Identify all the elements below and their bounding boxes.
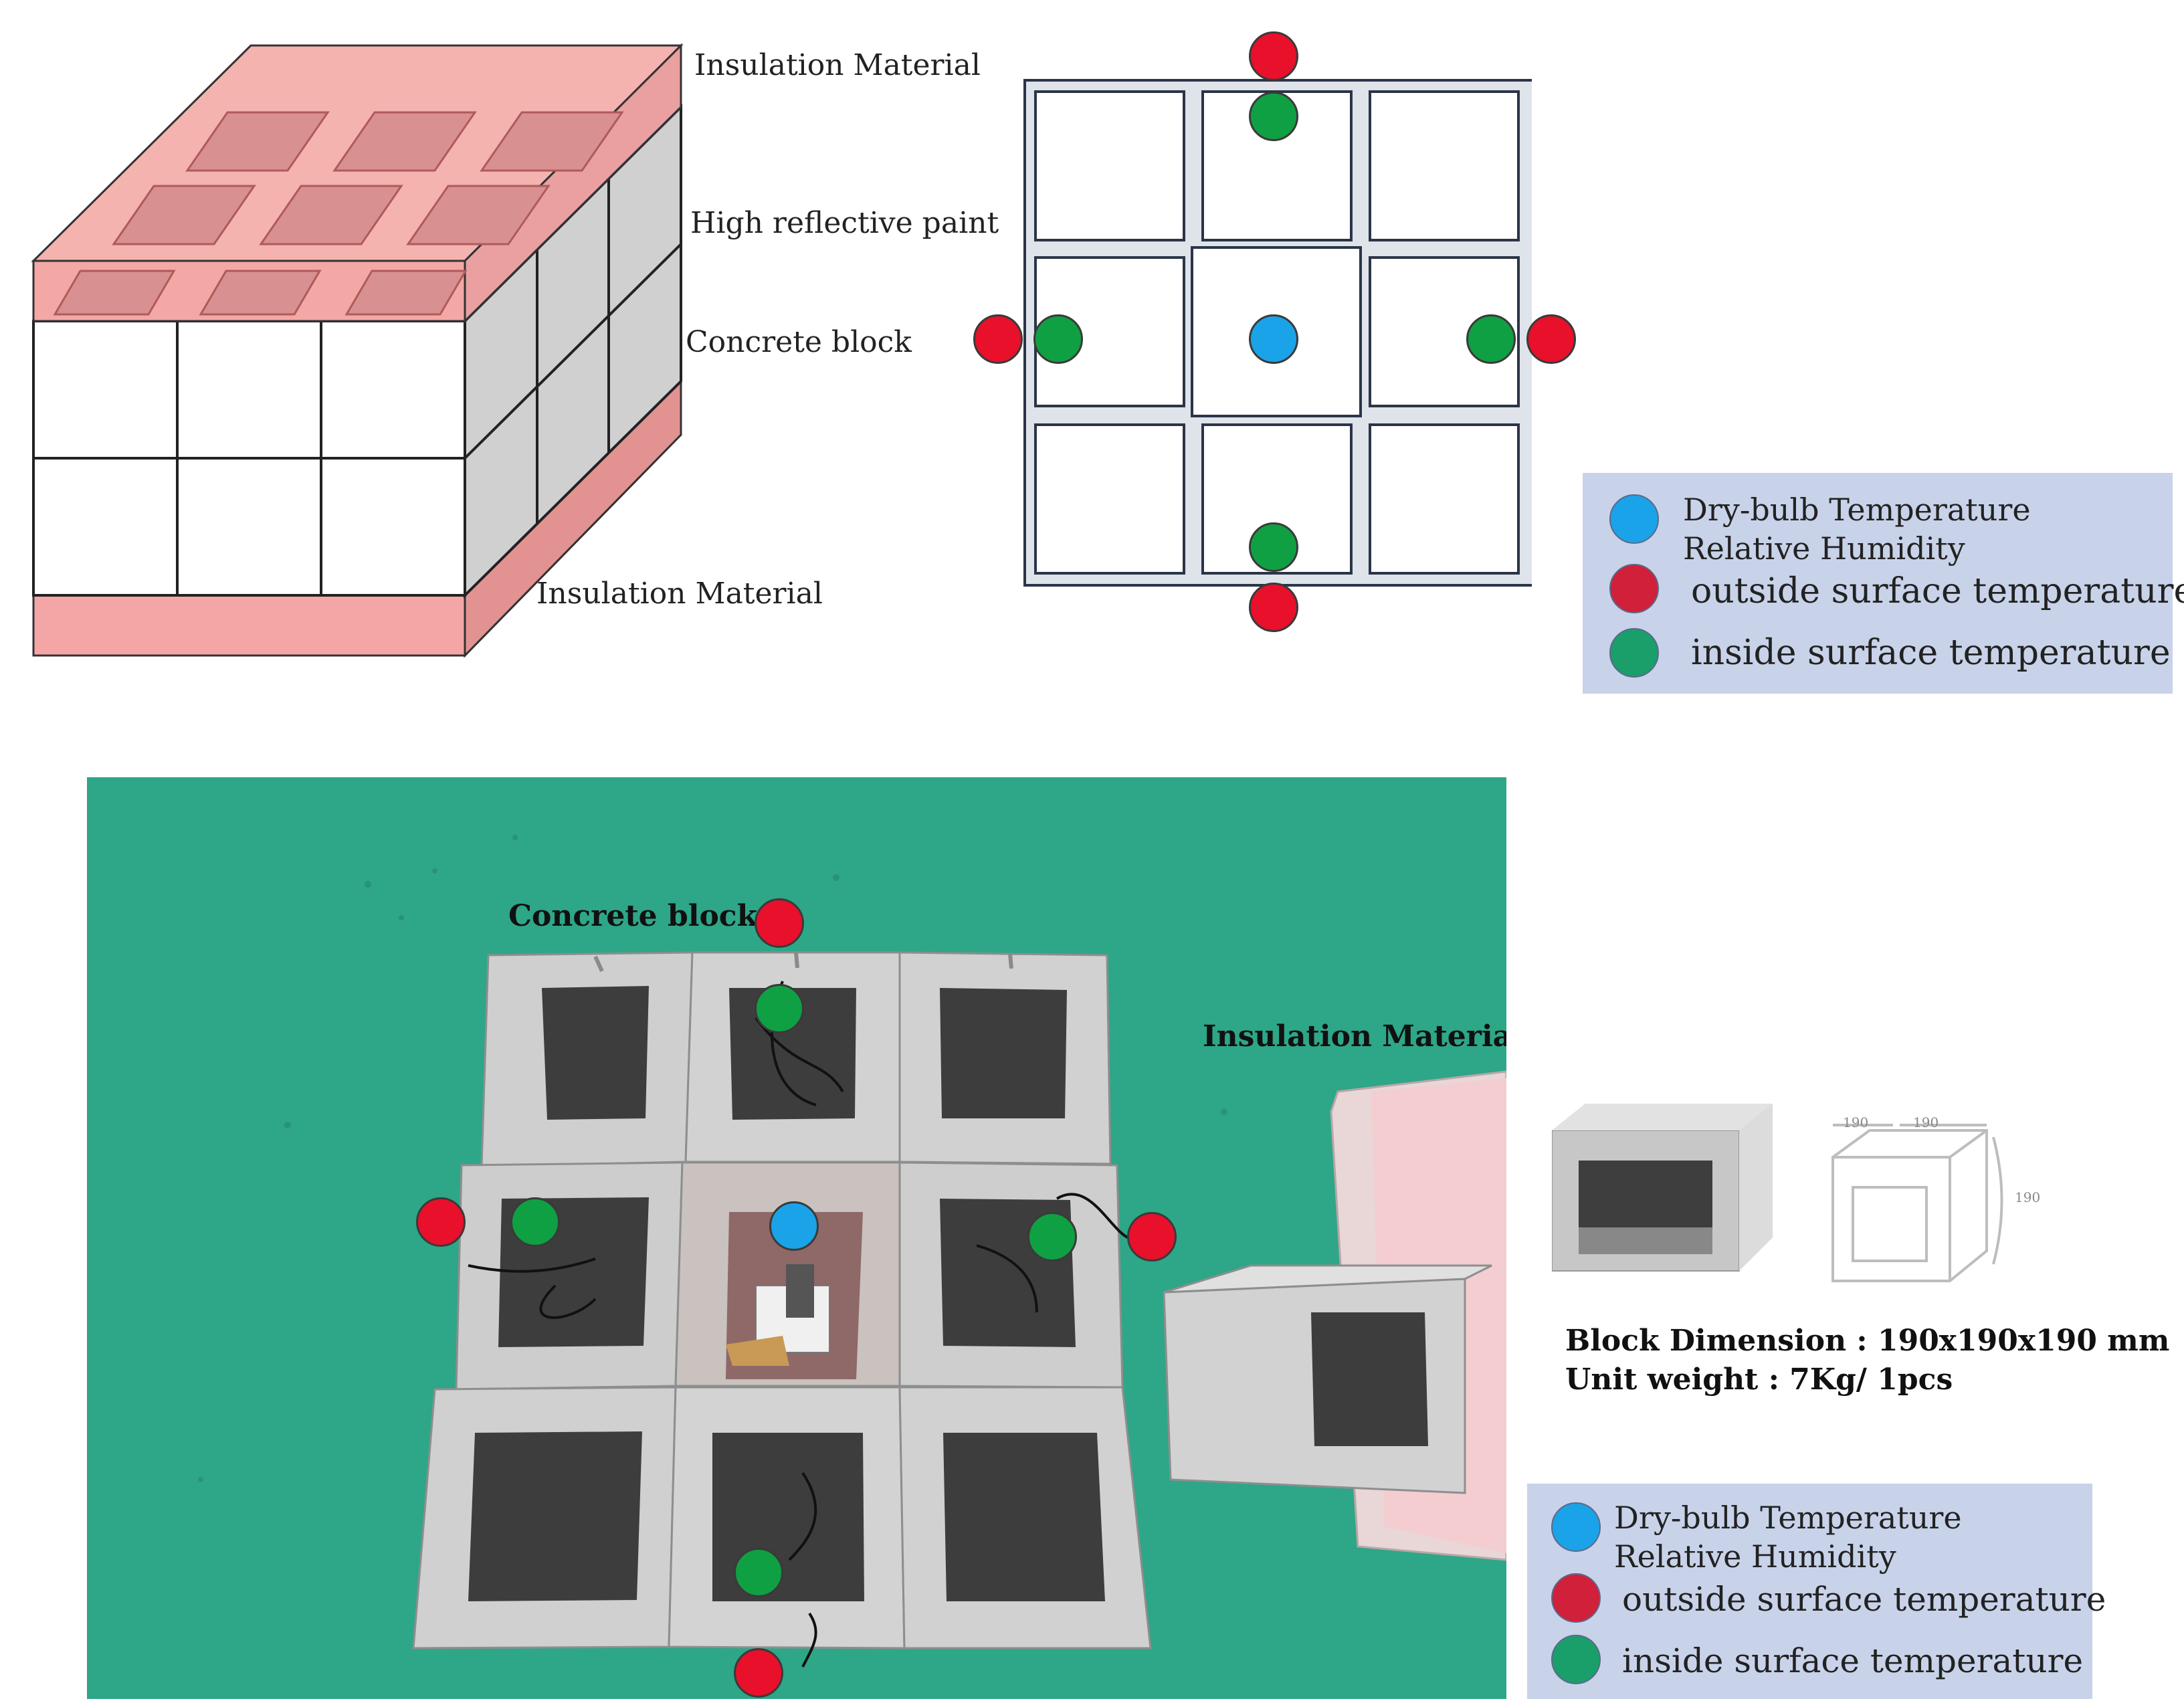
legend-humidity-label: Relative Humidity: [1683, 530, 1965, 567]
block-dimension-text: Block Dimension : 190x190x190 mm: [1565, 1324, 2170, 1358]
photo-marker-inside-top: [755, 984, 804, 1033]
legend-bottom-inside-icon: [1551, 1635, 1601, 1684]
legend-bottom-inside-label: inside surface temperature: [1622, 1641, 2084, 1680]
marker-outside-right: [1526, 314, 1576, 364]
legend-inside-label: inside surface temperature: [1691, 633, 2171, 673]
photo-marker-inside-bottom: [734, 1548, 783, 1597]
photo-label-concrete-block: Concrete block: [508, 899, 758, 933]
legend-bottom-humidity-label: Relative Humidity: [1614, 1538, 1896, 1575]
legend-outside-icon: [1609, 564, 1659, 613]
photo-marker-dry-bulb: [769, 1201, 819, 1251]
legend-bottom-outside-icon: [1551, 1573, 1601, 1623]
legend-outside-label: outside surface temperature: [1691, 571, 2184, 611]
photo-marker-outside-top: [755, 898, 804, 948]
isometric-block-diagram: [31, 43, 684, 658]
drawing-dimension-c: 190: [2015, 1189, 2041, 1205]
legend-inside-icon: [1609, 628, 1659, 678]
label-concrete-block: Concrete block: [686, 325, 912, 359]
legend-dry-bulb-label: Dry-bulb Temperature: [1683, 492, 2031, 528]
legend-bottom-dry-bulb-icon: [1551, 1502, 1601, 1552]
legend-bottom-dry-bulb-label: Dry-bulb Temperature: [1614, 1500, 1962, 1536]
photo-marker-inside-left: [510, 1197, 560, 1247]
marker-dry-bulb-center: [1249, 314, 1298, 364]
photo-marker-outside-left: [416, 1197, 466, 1247]
label-bottom-insulation: Insulation Material: [536, 577, 823, 611]
marker-inside-bottom: [1249, 522, 1298, 572]
marker-inside-right: [1466, 314, 1516, 364]
marker-inside-left: [1033, 314, 1083, 364]
legend-dry-bulb-icon: [1609, 494, 1659, 544]
label-top-insulation: Insulation Material: [694, 48, 981, 82]
marker-outside-bottom: [1249, 583, 1298, 632]
photo-marker-outside-right: [1127, 1212, 1177, 1262]
drawing-dimension-b: 190: [1913, 1114, 1939, 1130]
block-weight-text: Unit weight : 7Kg/ 1pcs: [1565, 1363, 1953, 1397]
legend-bottom: Dry-bulb Temperature Relative Humidity o…: [1527, 1484, 2106, 1699]
block-line-drawing: [1831, 1124, 2003, 1282]
photo-marker-outside-bottom: [734, 1648, 783, 1698]
marker-outside-top: [1249, 31, 1298, 81]
drawing-dimension-a: 190: [1843, 1114, 1869, 1130]
marker-inside-top: [1249, 92, 1298, 141]
marker-outside-left: [973, 314, 1023, 364]
photo-marker-inside-right: [1027, 1212, 1077, 1262]
legend-top: Dry-bulb Temperature Relative Humidity o…: [1583, 473, 2184, 694]
label-reflective-paint: High reflective paint: [690, 206, 999, 240]
photo-label-insulation: Insulation Material: [1203, 1019, 1506, 1053]
block-photo: [1552, 1104, 1773, 1272]
legend-bottom-outside-label: outside surface temperature: [1622, 1580, 2106, 1619]
